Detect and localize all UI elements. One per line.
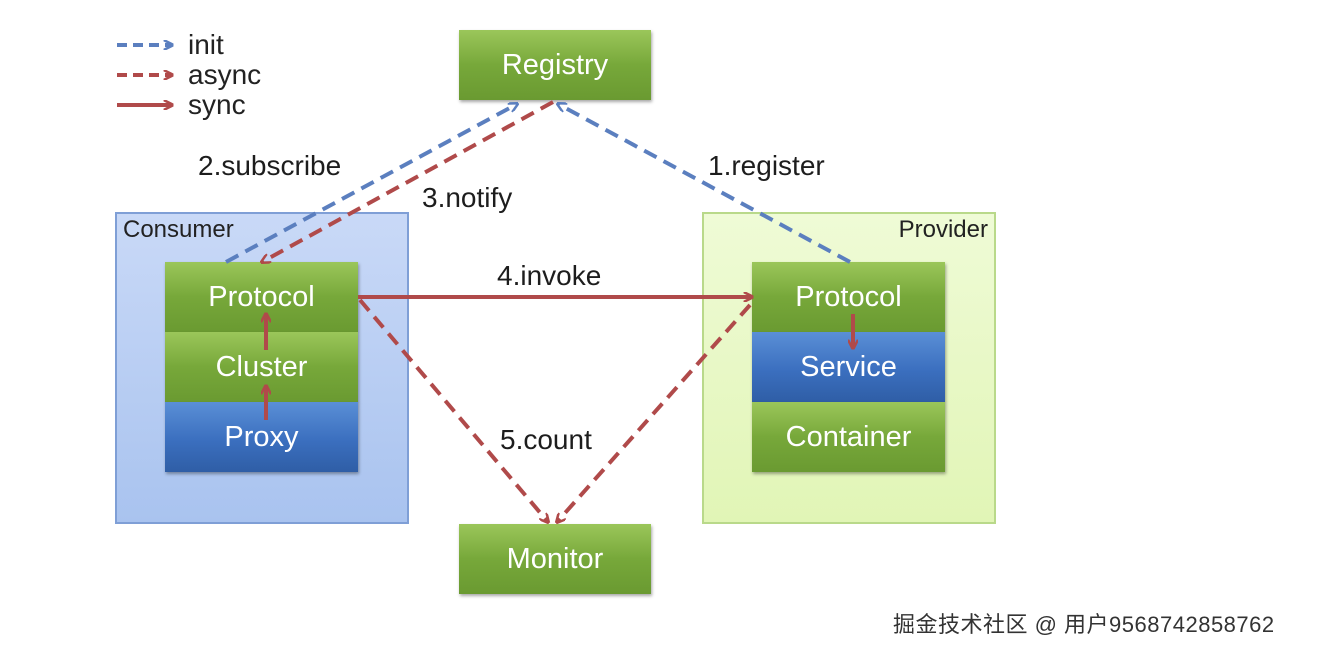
edge-label-register: 1.register: [708, 150, 825, 181]
legend-label-sync: sync: [188, 89, 246, 120]
provider-protocol-node: Protocol: [752, 262, 945, 332]
monitor-node: Monitor: [459, 524, 651, 594]
provider-label: Provider: [898, 216, 988, 243]
watermark-text: 掘金技术社区 @ 用户9568742858762: [893, 612, 1275, 637]
register-arrow: [558, 104, 851, 264]
registry-node: Registry: [459, 30, 651, 100]
consumer-proxy-node: Proxy: [165, 402, 358, 472]
edge-label-notify: 3.notify: [422, 182, 513, 213]
subscribe-arrow: [225, 104, 517, 264]
edge-label-invoke: 4.invoke: [497, 260, 602, 291]
consumer-label: Consumer: [123, 216, 234, 243]
legend-label-init: init: [188, 29, 224, 60]
edge-label-subscribe: 2.subscribe: [198, 150, 342, 181]
legend-label-async: async: [188, 59, 262, 90]
edge-label-count: 5.count: [500, 424, 592, 455]
count-arrow-consumer: [358, 298, 548, 522]
count-arrow-provider: [557, 303, 752, 522]
provider-container-node: Container: [752, 402, 945, 472]
notify-arrow: [262, 100, 554, 262]
